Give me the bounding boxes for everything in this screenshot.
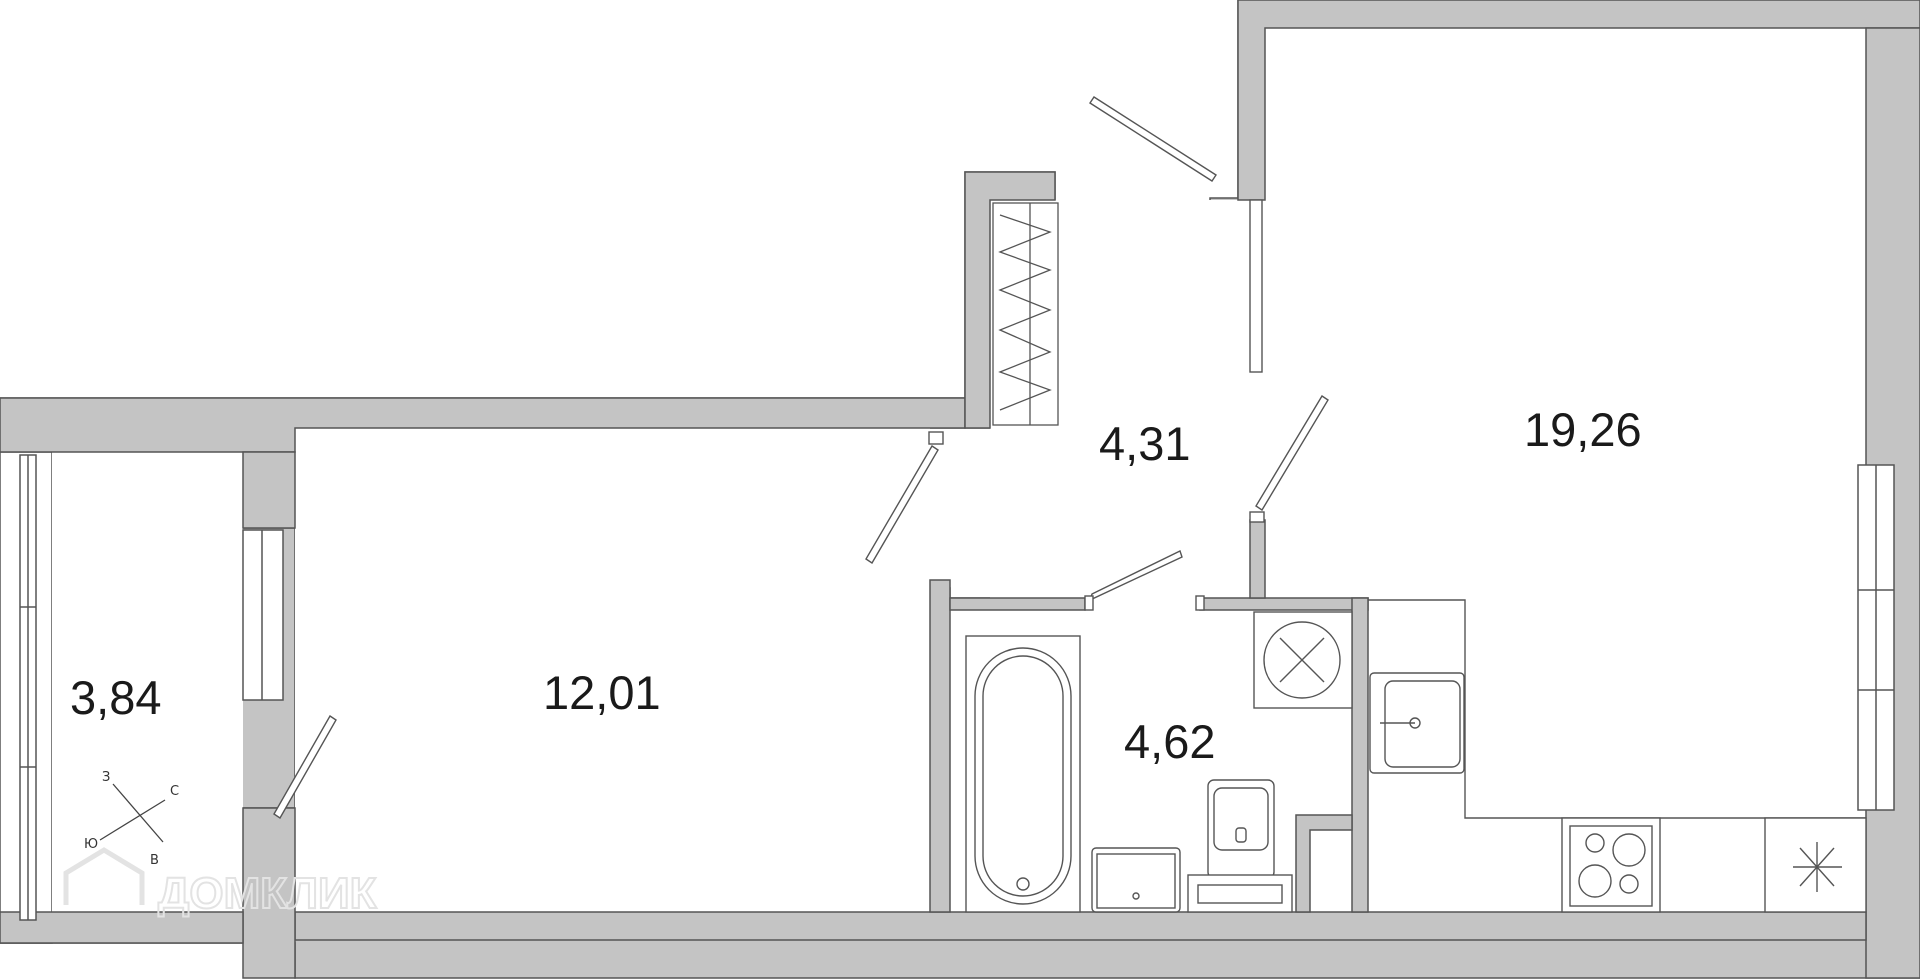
kitchen-fixtures bbox=[1368, 599, 1867, 913]
room-labels: 3,84 12,01 4,31 4,62 19,26 bbox=[70, 403, 1642, 768]
wardrobe bbox=[992, 202, 1059, 426]
windows bbox=[19, 454, 1895, 921]
watermark-logo-icon bbox=[63, 847, 145, 905]
kitchen-living-area-label: 19,26 bbox=[1524, 403, 1642, 456]
hallway-area-label: 4,31 bbox=[1099, 417, 1190, 470]
domclick-watermark: ДОМКЛИК bbox=[63, 847, 378, 919]
bathroom-area-label: 4,62 bbox=[1124, 715, 1215, 768]
bedroom-area-label: 12,01 bbox=[543, 666, 661, 719]
balcony-door-window bbox=[242, 529, 284, 701]
bathroom-fixtures bbox=[965, 611, 1353, 913]
compass-north-label: С bbox=[170, 784, 179, 799]
interior bbox=[52, 28, 1866, 912]
bedroom-door bbox=[865, 445, 939, 564]
compass: З С Ю В bbox=[84, 770, 179, 868]
compass-west-label: З bbox=[102, 770, 110, 785]
compass-south-label: Ю bbox=[84, 837, 98, 852]
doors bbox=[273, 96, 1329, 819]
entrance-door-stop bbox=[1249, 199, 1263, 373]
compass-east-label: В bbox=[150, 853, 159, 868]
kitchen-door bbox=[1255, 395, 1329, 511]
watermark-text: ДОМКЛИК bbox=[158, 869, 377, 918]
balcony-door bbox=[273, 715, 337, 819]
kitchen-counter bbox=[1368, 599, 1866, 819]
entrance-door bbox=[1089, 96, 1217, 182]
balcony-area-label: 3,84 bbox=[70, 671, 161, 724]
